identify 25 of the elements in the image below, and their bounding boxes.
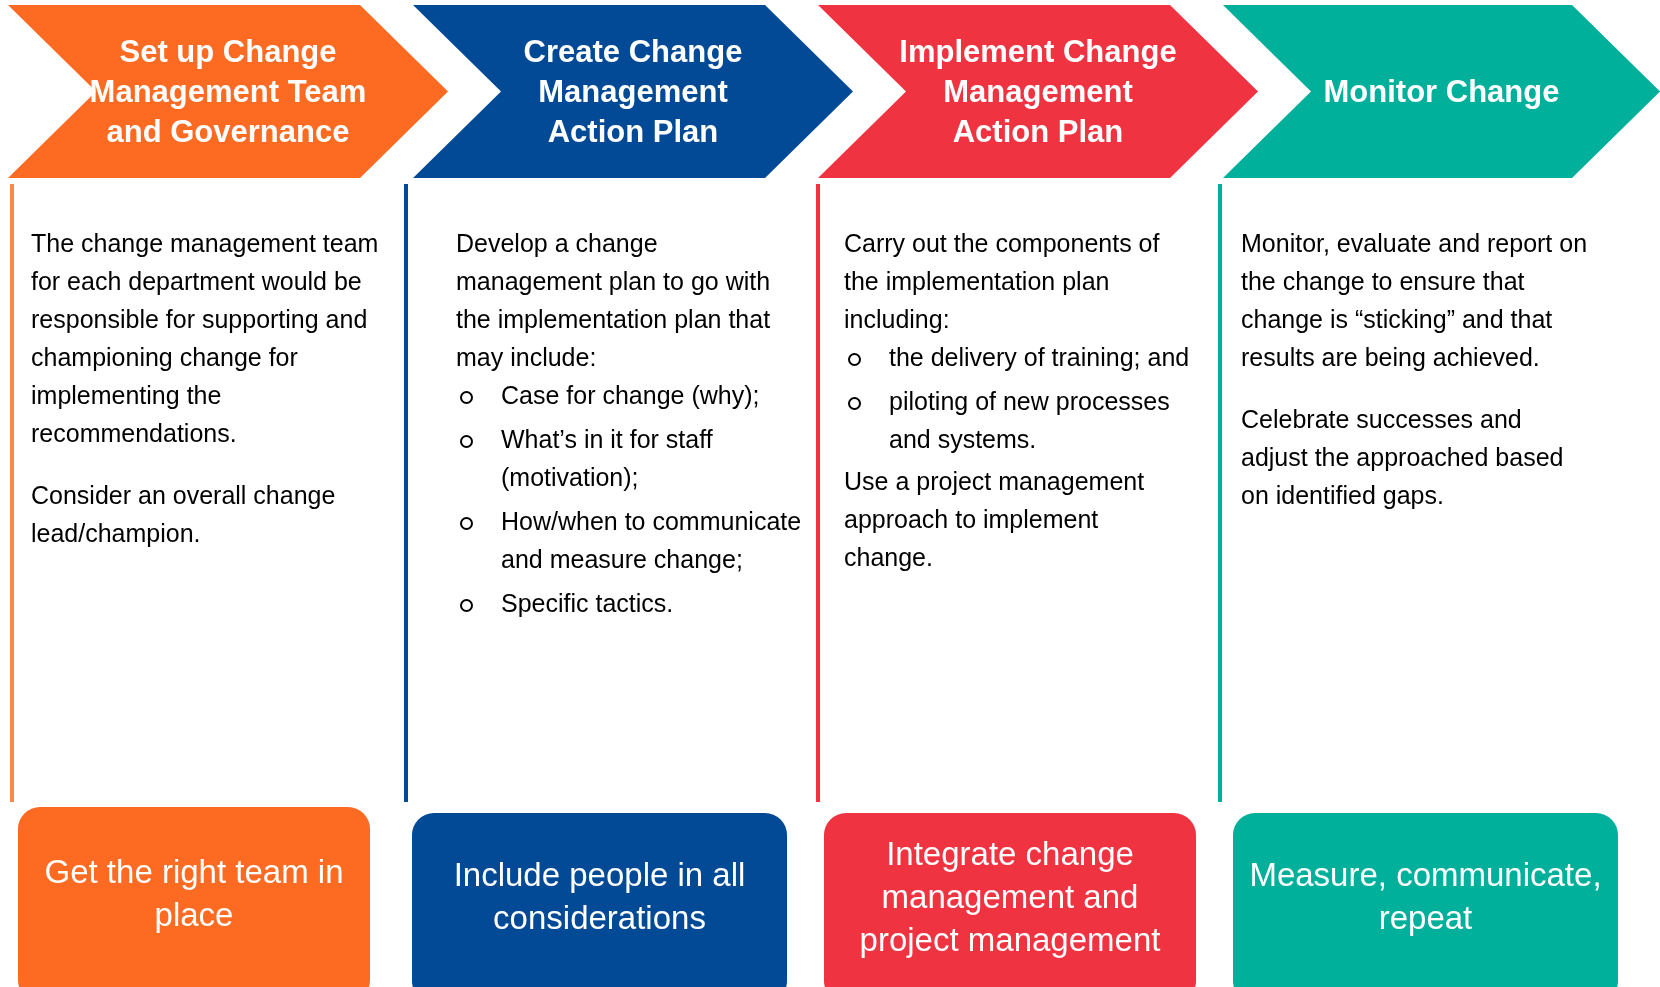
chevron-shape <box>413 5 853 178</box>
summary-box: Measure, communicate, repeat <box>1233 813 1618 987</box>
bullet-text: Case for change (why); <box>501 380 760 411</box>
chevron-shape <box>818 5 1258 178</box>
summary-box: Get the right team in place <box>18 807 370 987</box>
step-title: Monitor Change <box>1322 72 1561 111</box>
summary-box: Integrate change management and project management <box>824 813 1196 987</box>
body-text: Consider an overall change lead/champion. <box>31 480 337 549</box>
step-title: Set up Change Management Team and Governance <box>88 32 368 151</box>
step-title: Create Change Management Action Plan <box>522 32 744 151</box>
body-text: The change management team for each department would be responsible for supporting and championing change for implementing the recommendations. <box>31 228 380 449</box>
bullet-text: piloting of new processes and systems. <box>889 386 1171 455</box>
bullet-text: How/when to communicate and measure change; <box>501 506 803 575</box>
bullet-text: the delivery of training; and <box>889 342 1190 373</box>
body-text: Develop a change management plan to go with the implementation plan that may include: <box>456 228 772 373</box>
bullet-text: Specific tactics. <box>501 588 674 619</box>
body-text: Celebrate successes and adjust the approached based on identified gaps. <box>1241 404 1565 511</box>
body-text: Monitor, evaluate and report on the change to ensure that change is “sticking” and that results are being achieved. <box>1241 228 1589 373</box>
chevron-shape <box>1223 5 1660 178</box>
step-title: Implement Change Management Action Plan <box>898 32 1178 151</box>
body-text: Use a project management approach to implement change. <box>844 466 1146 573</box>
body-text: Carry out the components of the implementation plan including: <box>844 228 1161 335</box>
bullet-text: What’s in it for staff (motivation); <box>501 424 714 493</box>
summary-box: Include people in all considerations <box>412 813 787 987</box>
chevron-shape <box>8 5 448 178</box>
